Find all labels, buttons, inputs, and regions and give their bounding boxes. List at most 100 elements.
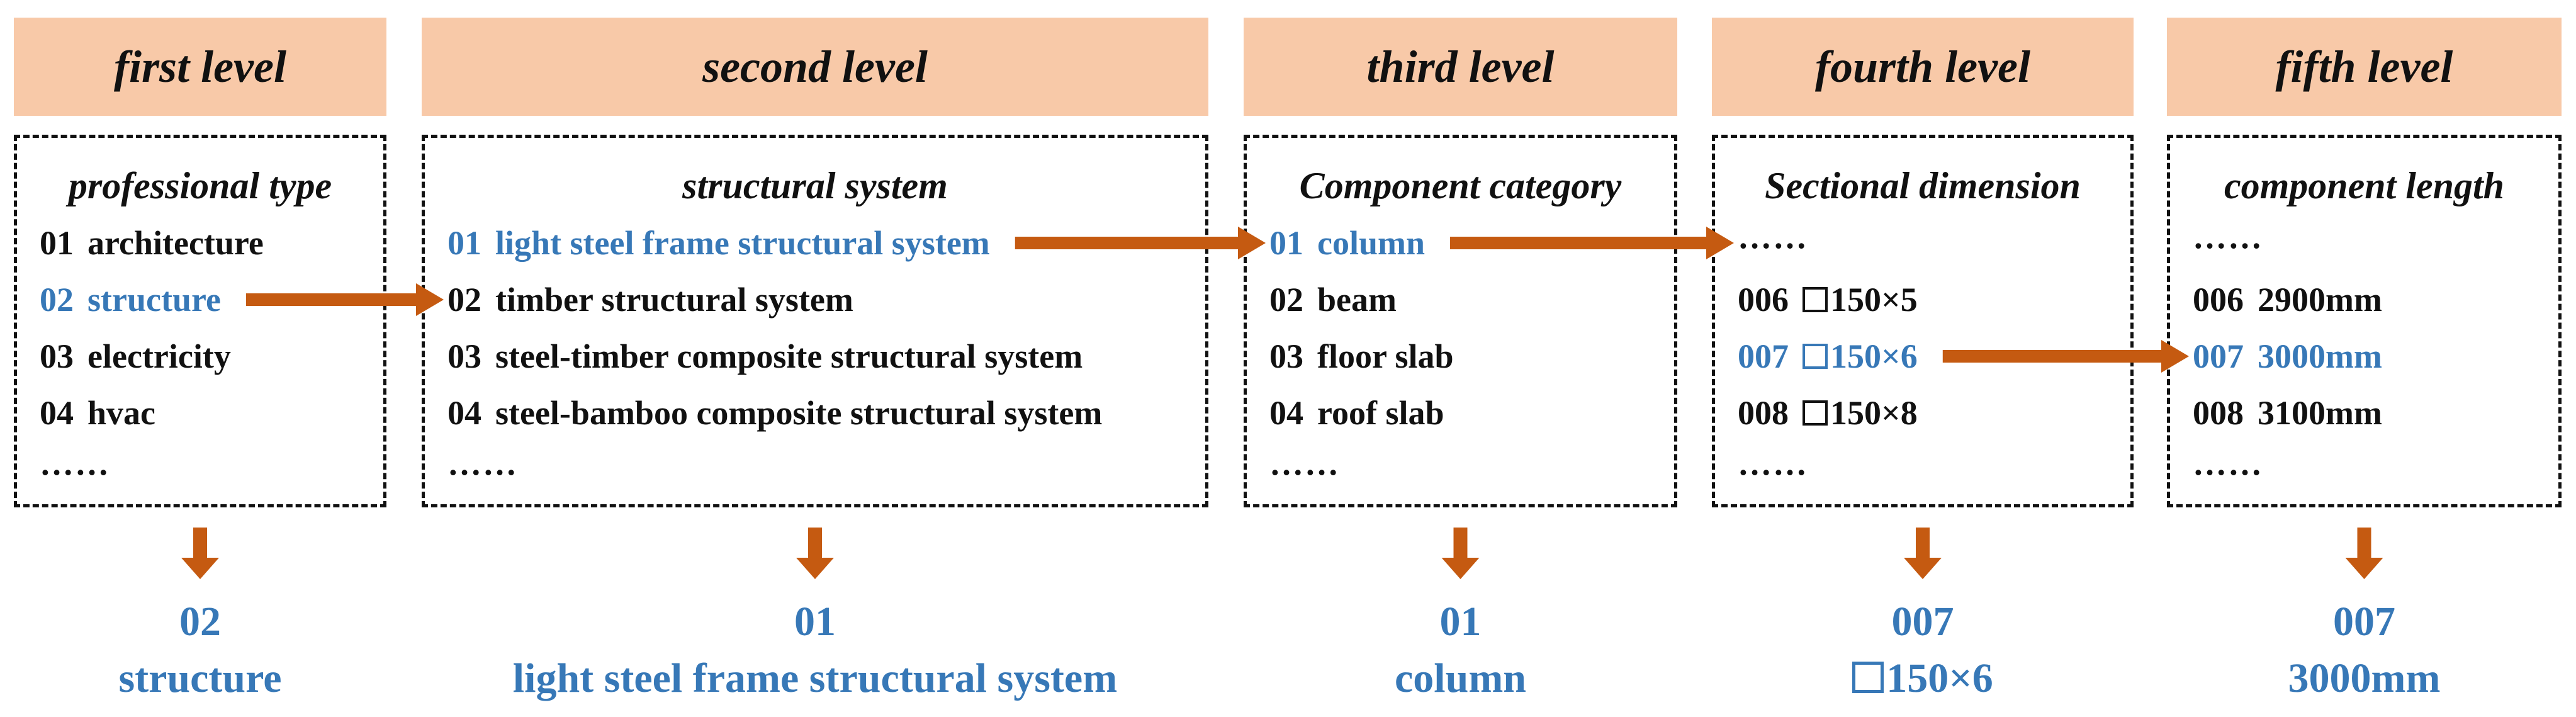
item-label: hvac	[87, 396, 155, 430]
item-label-text: 150×6	[1830, 337, 1918, 375]
list-item: 01 column	[1269, 226, 1425, 260]
result-down-arrow	[181, 528, 219, 579]
list-item: 03 floor slab	[1269, 339, 1454, 373]
list-item: 03 steel-timber composite structural syst…	[447, 339, 1083, 373]
result-code: 01	[1439, 599, 1482, 645]
item-label: beam	[1317, 283, 1397, 317]
item-code: 02	[1269, 281, 1303, 319]
level-box-3: Component category 01 column 02 beam 03 floor …	[1244, 135, 1677, 507]
item-code: 02	[447, 281, 481, 319]
item-label: structure	[87, 283, 221, 317]
item-label: floor slab	[1317, 339, 1454, 373]
level-header-5: fifth level	[2167, 18, 2562, 116]
box-title: professional type	[68, 165, 332, 206]
item-label-text: floor slab	[1317, 337, 1454, 375]
item-label: 2900mm	[2258, 283, 2382, 317]
item-code: 01	[1269, 224, 1303, 262]
square-section-icon	[1852, 662, 1884, 693]
list-item: 006 150×5	[1738, 283, 1918, 317]
trailing-ellipsis: ……	[2193, 444, 2263, 482]
item-label: 150×8	[1803, 396, 1918, 430]
result-down-arrow	[1904, 528, 1942, 579]
level-box-1: professional type 01 architecture 02 structu…	[14, 135, 386, 507]
list-item: 01 light steel frame structural system	[447, 226, 990, 260]
item-label: steel-bamboo composite structural system	[495, 396, 1102, 430]
list-item: 04 roof slab	[1269, 396, 1444, 430]
result-label: 150×6	[1482, 658, 2363, 699]
item-code: 007	[1738, 337, 1789, 375]
item-code: 008	[2193, 394, 2244, 432]
result-label-text: 150×6	[1886, 655, 1993, 701]
item-label-text: 3100mm	[2258, 394, 2382, 432]
item-code: 03	[40, 337, 74, 375]
item-code: 008	[1738, 394, 1789, 432]
level-box-5: component length …… 006 2900mm 007 3000mm 008 3…	[2167, 135, 2562, 507]
item-label-text: electricity	[87, 337, 231, 375]
square-section-icon	[1803, 287, 1828, 312]
result-code: 007	[1891, 599, 1954, 645]
box-title: structural system	[682, 165, 948, 206]
item-label: 150×6	[1803, 339, 1918, 373]
item-label-text: roof slab	[1317, 394, 1444, 432]
level-header-3: third level	[1244, 18, 1677, 116]
result-code: 02	[179, 599, 221, 645]
result-down-arrow	[796, 528, 834, 579]
item-label-text: steel-timber composite structural system	[495, 337, 1083, 375]
item-code: 01	[447, 224, 481, 262]
item-code: 006	[1738, 281, 1789, 319]
box-title: Component category	[1299, 165, 1622, 206]
item-code: 007	[2193, 337, 2244, 375]
item-label: column	[1317, 226, 1425, 260]
item-code: 04	[1269, 394, 1303, 432]
list-item: 01 architecture	[40, 226, 264, 260]
trailing-ellipsis: ……	[40, 444, 110, 482]
list-item: 007 3000mm	[2193, 339, 2382, 373]
level-header-1: first level	[14, 18, 386, 116]
item-label: steel-timber composite structural system	[495, 339, 1083, 373]
trailing-ellipsis: ……	[447, 444, 518, 482]
item-label-text: 150×5	[1830, 281, 1918, 319]
list-item: 008 3100mm	[2193, 396, 2382, 430]
item-label: light steel frame structural system	[495, 226, 990, 260]
item-code: 006	[2193, 281, 2244, 319]
level-box-2: structural system 01 light steel frame str…	[422, 135, 1208, 507]
item-label-text: light steel frame structural system	[495, 224, 990, 262]
item-label: architecture	[87, 226, 264, 260]
item-label-text: steel-bamboo composite structural system	[495, 394, 1103, 432]
square-section-icon	[1803, 400, 1828, 426]
item-label: roof slab	[1317, 396, 1444, 430]
list-item: 02 timber structural system	[447, 283, 853, 317]
square-section-icon	[1803, 344, 1828, 369]
leading-ellipsis: ……	[1738, 218, 1808, 256]
item-label: 3000mm	[2258, 339, 2382, 373]
list-item: 03 electricity	[40, 339, 231, 373]
box-title: component length	[2224, 165, 2505, 206]
list-item: 008 150×8	[1738, 396, 1918, 430]
item-code: 04	[447, 394, 481, 432]
list-item: 02 structure	[40, 283, 221, 317]
list-item: 02 beam	[1269, 283, 1397, 317]
item-code: 03	[447, 337, 481, 375]
item-label-text: structure	[87, 281, 221, 319]
item-label: 3100mm	[2258, 396, 2382, 430]
item-label-text: 2900mm	[2258, 281, 2382, 319]
item-label-text: 150×8	[1830, 394, 1918, 432]
leading-ellipsis: ……	[2193, 218, 2263, 256]
item-label-text: architecture	[87, 224, 264, 262]
item-code: 02	[40, 281, 74, 319]
item-label-text: timber structural system	[495, 281, 853, 319]
item-code: 03	[1269, 337, 1303, 375]
result-code: 01	[794, 599, 836, 645]
result-label: light steel frame structural system	[512, 655, 1118, 701]
list-item: 006 2900mm	[2193, 283, 2382, 317]
item-label: timber structural system	[495, 283, 853, 317]
item-label-text: column	[1317, 224, 1426, 262]
trailing-ellipsis: ……	[1738, 444, 1808, 482]
item-label-text: 3000mm	[2258, 337, 2382, 375]
item-label-text: beam	[1317, 281, 1397, 319]
result-down-arrow	[2345, 528, 2383, 579]
item-code: 01	[40, 224, 74, 262]
